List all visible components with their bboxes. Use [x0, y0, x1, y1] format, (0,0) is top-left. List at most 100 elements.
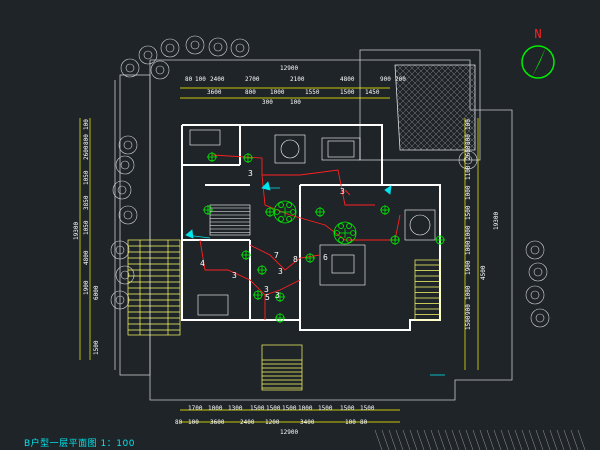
dim-top-row1: 2100	[290, 76, 305, 83]
tree-symbol-icon	[110, 240, 130, 260]
dim-top-row3: 300	[262, 99, 273, 106]
dim-bottom-row2: 3400	[300, 419, 315, 426]
dim-left: 800	[83, 134, 90, 145]
tree-symbol-icon	[138, 45, 158, 65]
tree-symbol-icon	[118, 135, 138, 155]
tree-symbol-icon	[525, 240, 545, 260]
furniture	[189, 129, 436, 316]
tree-symbol-icon	[208, 37, 228, 57]
terrace-hatch	[395, 65, 475, 150]
dim-right: 100	[465, 119, 472, 130]
dim-right: 1100	[465, 165, 472, 180]
interior-stair	[209, 204, 251, 236]
dim-bottom-row2: 1200	[265, 419, 280, 426]
dim-top-row1: 80	[185, 76, 193, 83]
tree-symbol-icon	[115, 265, 135, 285]
dim-bottom-row1: 1500	[318, 405, 333, 412]
dim-bottom-row2: 80	[360, 419, 368, 426]
dim-left: 1500	[93, 340, 100, 355]
dim-top-row1: 200	[395, 76, 406, 83]
room-tag: 7	[274, 251, 279, 260]
dim-right: 1500	[465, 205, 472, 220]
lamp-fixture-group	[203, 152, 445, 323]
dim-top-row2: 800	[245, 89, 256, 96]
dim-bottom-row2: 80	[175, 419, 183, 426]
tree-symbol-icon	[120, 58, 140, 78]
dim-right: 1000	[465, 240, 472, 255]
entrance-steps	[261, 259, 441, 391]
dim-bottom-row2: 100	[188, 419, 199, 426]
dim-total-top: 12900	[280, 65, 298, 72]
dim-top-row1: 2700	[245, 76, 260, 83]
dim-bottom-row1: 1500	[360, 405, 375, 412]
dim-right: 1900	[465, 260, 472, 275]
dim-left: 1050	[83, 170, 90, 185]
dim-right: 19300	[493, 212, 500, 230]
tree-symbol-icon	[530, 308, 550, 328]
tree-symbol-icon	[115, 155, 135, 175]
dim-left: 3850	[83, 195, 90, 210]
dim-top-row2: 1450	[365, 89, 380, 96]
dim-bottom-row1: 1500	[266, 405, 281, 412]
tree-symbol-icon	[150, 60, 170, 80]
dim-left: 1050	[83, 220, 90, 235]
drawing-title: B户型一层平面图 1：100	[24, 439, 135, 449]
dim-left: 19300	[73, 222, 80, 240]
dim-bottom-row1: 1500	[340, 405, 355, 412]
dim-bottom-row2: 100	[345, 419, 356, 426]
dim-left: 4800	[83, 250, 90, 265]
north-label: N	[534, 27, 541, 41]
room-tag: 3	[278, 267, 283, 276]
room-tag: 3	[232, 271, 237, 280]
dim-top-row2: 3600	[207, 89, 222, 96]
dim-top-row1: 4800	[340, 76, 355, 83]
dim-bottom-row1: 1500	[250, 405, 265, 412]
room-tag: 3	[264, 285, 269, 294]
room-tag: 3	[340, 187, 345, 196]
dim-top-row1: 900	[380, 76, 391, 83]
dim-top-row2: 1550	[305, 89, 320, 96]
dim-bottom-row1: 1000	[298, 405, 313, 412]
room-tag: 6	[323, 253, 328, 262]
site-outline	[114, 49, 513, 401]
room-tag: 4	[200, 259, 205, 268]
north-arrow-icon: N	[521, 27, 555, 79]
dim-bottom-row1: 1500	[282, 405, 297, 412]
dim-left: 2600	[83, 145, 90, 160]
room-tag: 5	[265, 293, 270, 302]
lamp-fixture-icon	[333, 221, 357, 245]
tree-symbol-icon	[458, 150, 478, 170]
dim-top-row1: 100	[195, 76, 206, 83]
dim-right: 1000	[465, 285, 472, 300]
dim-left: 1900	[83, 280, 90, 295]
annotation-markers	[185, 181, 445, 376]
dim-right: 1000	[465, 185, 472, 200]
tree-symbol-icon	[528, 262, 548, 282]
tree-symbol-group	[110, 35, 550, 328]
tree-symbol-icon	[160, 38, 180, 58]
room-tag: 8	[293, 255, 298, 264]
dim-top-row2: 1500	[340, 89, 355, 96]
dim-top-row1: 2400	[210, 76, 225, 83]
deck-pergola	[127, 239, 181, 336]
dim-right: 800	[465, 134, 472, 145]
tree-symbol-icon	[112, 180, 132, 200]
dim-right: 900	[465, 304, 472, 315]
tree-symbol-icon	[525, 285, 545, 305]
tree-symbol-icon	[230, 38, 250, 58]
dim-top-row2: 1000	[270, 89, 285, 96]
room-tag: 3	[275, 291, 280, 300]
dim-right: 1000	[465, 225, 472, 240]
dim-left: 100	[83, 119, 90, 130]
dim-bottom-row1: 1300	[228, 405, 243, 412]
dim-bottom-row2: 3600	[210, 419, 225, 426]
tree-symbol-icon	[118, 205, 138, 225]
dimension-lines	[79, 87, 479, 423]
room-tag: 3	[248, 169, 253, 178]
dim-right: 2600	[465, 145, 472, 160]
dim-bottom-row1: 1000	[208, 405, 223, 412]
dim-bottom-row1: 1700	[188, 405, 203, 412]
